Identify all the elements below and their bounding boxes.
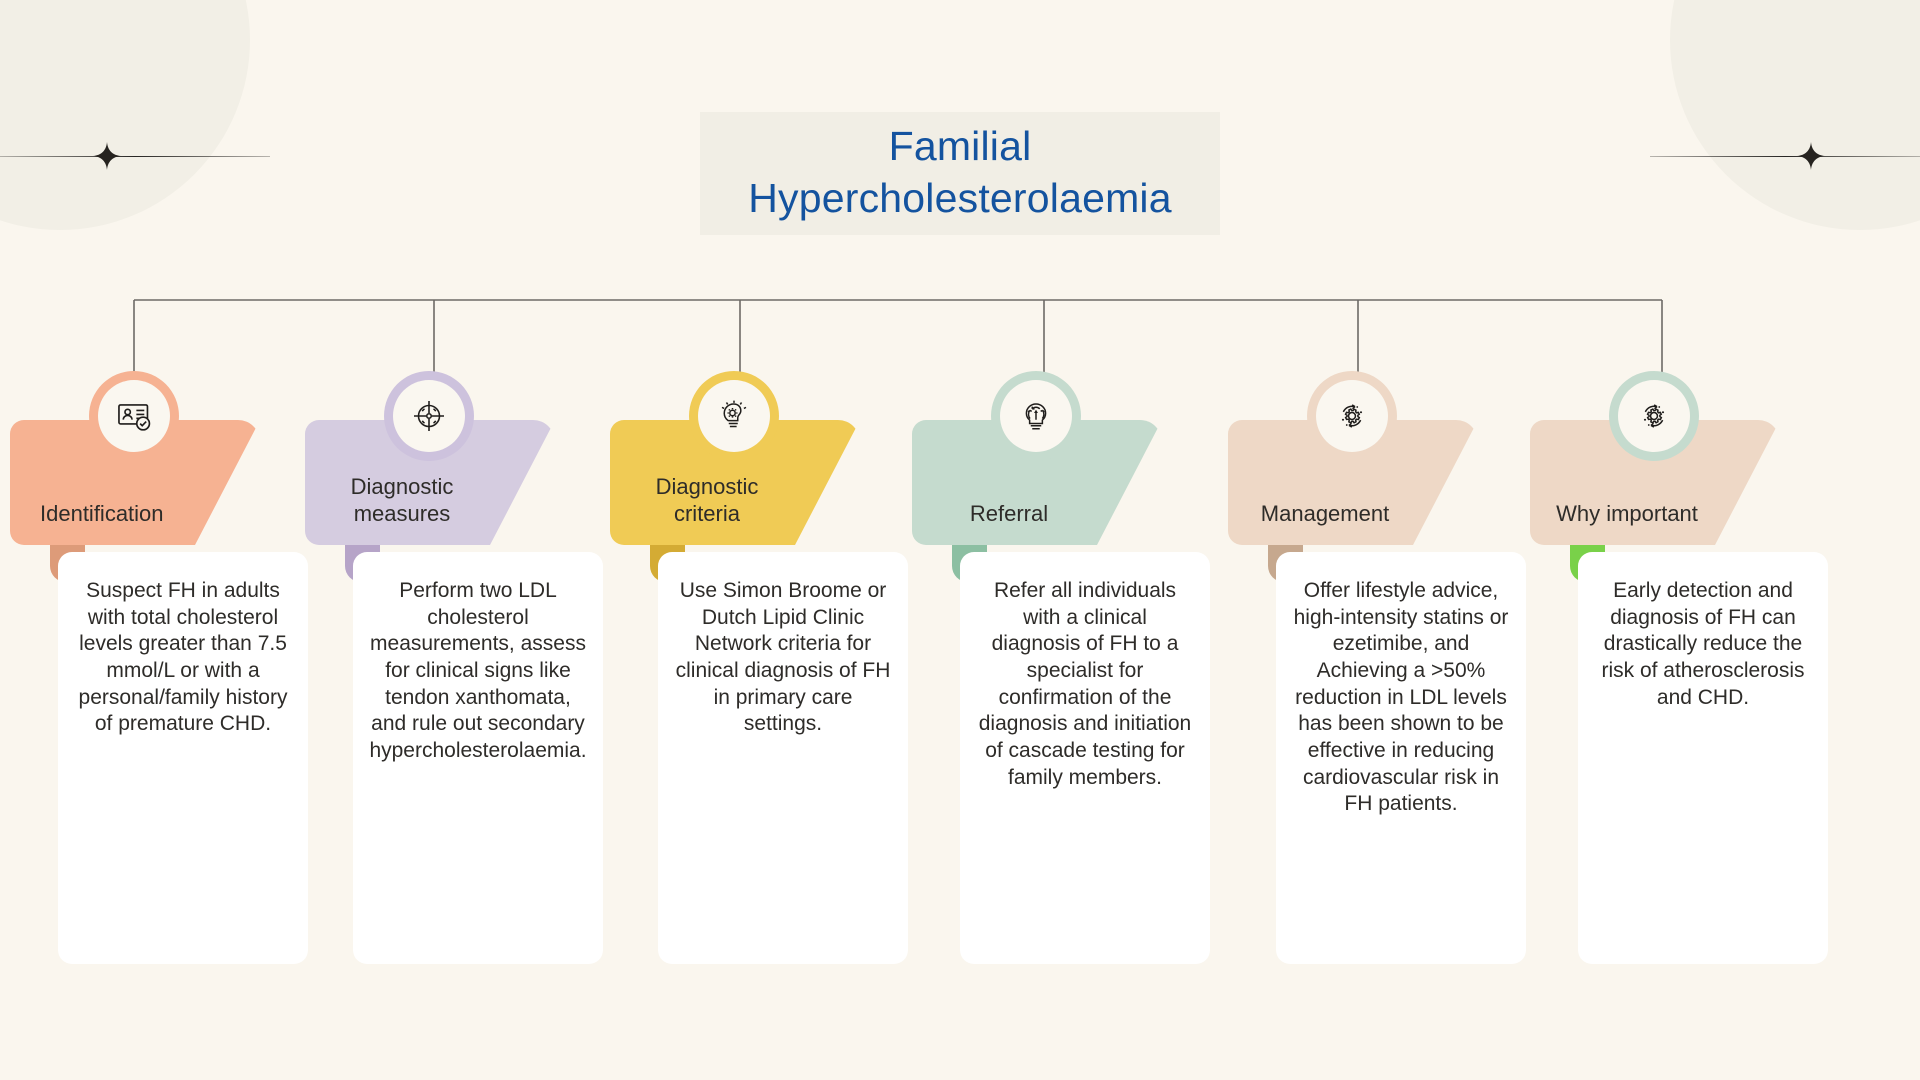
step-body-text: Refer all individuals with a clinical di… — [978, 579, 1192, 789]
step-label: Diagnostic criteria — [655, 474, 759, 526]
page-title-line-1: Familial — [888, 123, 1032, 169]
decor-rule-right — [1650, 156, 1920, 157]
step-icon-badge[interactable] — [1618, 380, 1690, 452]
step-label: Diagnostic measures — [350, 474, 454, 526]
page-title: Familial Hypercholesterolaemia — [700, 112, 1220, 235]
step-body-text: Suspect FH in adults with total choleste… — [78, 579, 288, 736]
step-icon-badge[interactable] — [698, 380, 770, 452]
step-card: Refer all individuals with a clinical di… — [960, 552, 1210, 964]
step-label: Identification — [40, 500, 164, 526]
lightbulb-head-gear-icon — [721, 400, 747, 428]
crosshair-target-icon — [414, 401, 444, 431]
four-point-star-icon — [93, 142, 121, 170]
gear-cycle-icon — [1643, 404, 1665, 428]
decor-rule-left — [0, 156, 270, 157]
step-icon-badge[interactable] — [1000, 380, 1072, 452]
step-card: Offer lifestyle advice, high-intensity s… — [1276, 552, 1526, 964]
step-icon-badge[interactable] — [98, 380, 170, 452]
lightbulb-gear-arrows-icon — [1025, 403, 1047, 430]
step-card: Perform two LDL cholesterol measurements… — [353, 552, 603, 964]
four-point-star-icon — [1797, 142, 1825, 170]
step-label: Why important — [1556, 500, 1698, 526]
step-body-text: Early detection and diagnosis of FH can … — [1601, 579, 1805, 709]
step-icon-badge[interactable] — [1316, 380, 1388, 452]
step-card: Suspect FH in adults with total choleste… — [58, 552, 308, 964]
step-body-text: Perform two LDL cholesterol measurements… — [369, 579, 587, 762]
gear-cycle-icon — [1341, 404, 1363, 428]
step-label: Management — [1260, 500, 1390, 526]
step-card: Use Simon Broome or Dutch Lipid Clinic N… — [658, 552, 908, 964]
step-body-text: Offer lifestyle advice, high-intensity s… — [1293, 579, 1509, 816]
id-card-check-icon — [118, 404, 151, 431]
step-label: Referral — [969, 500, 1049, 526]
page-title-line-2: Hypercholesterolaemia — [748, 175, 1172, 222]
step-icon-badge[interactable] — [393, 380, 465, 452]
step-card: Early detection and diagnosis of FH can … — [1578, 552, 1828, 964]
step-body-text: Use Simon Broome or Dutch Lipid Clinic N… — [675, 579, 891, 736]
